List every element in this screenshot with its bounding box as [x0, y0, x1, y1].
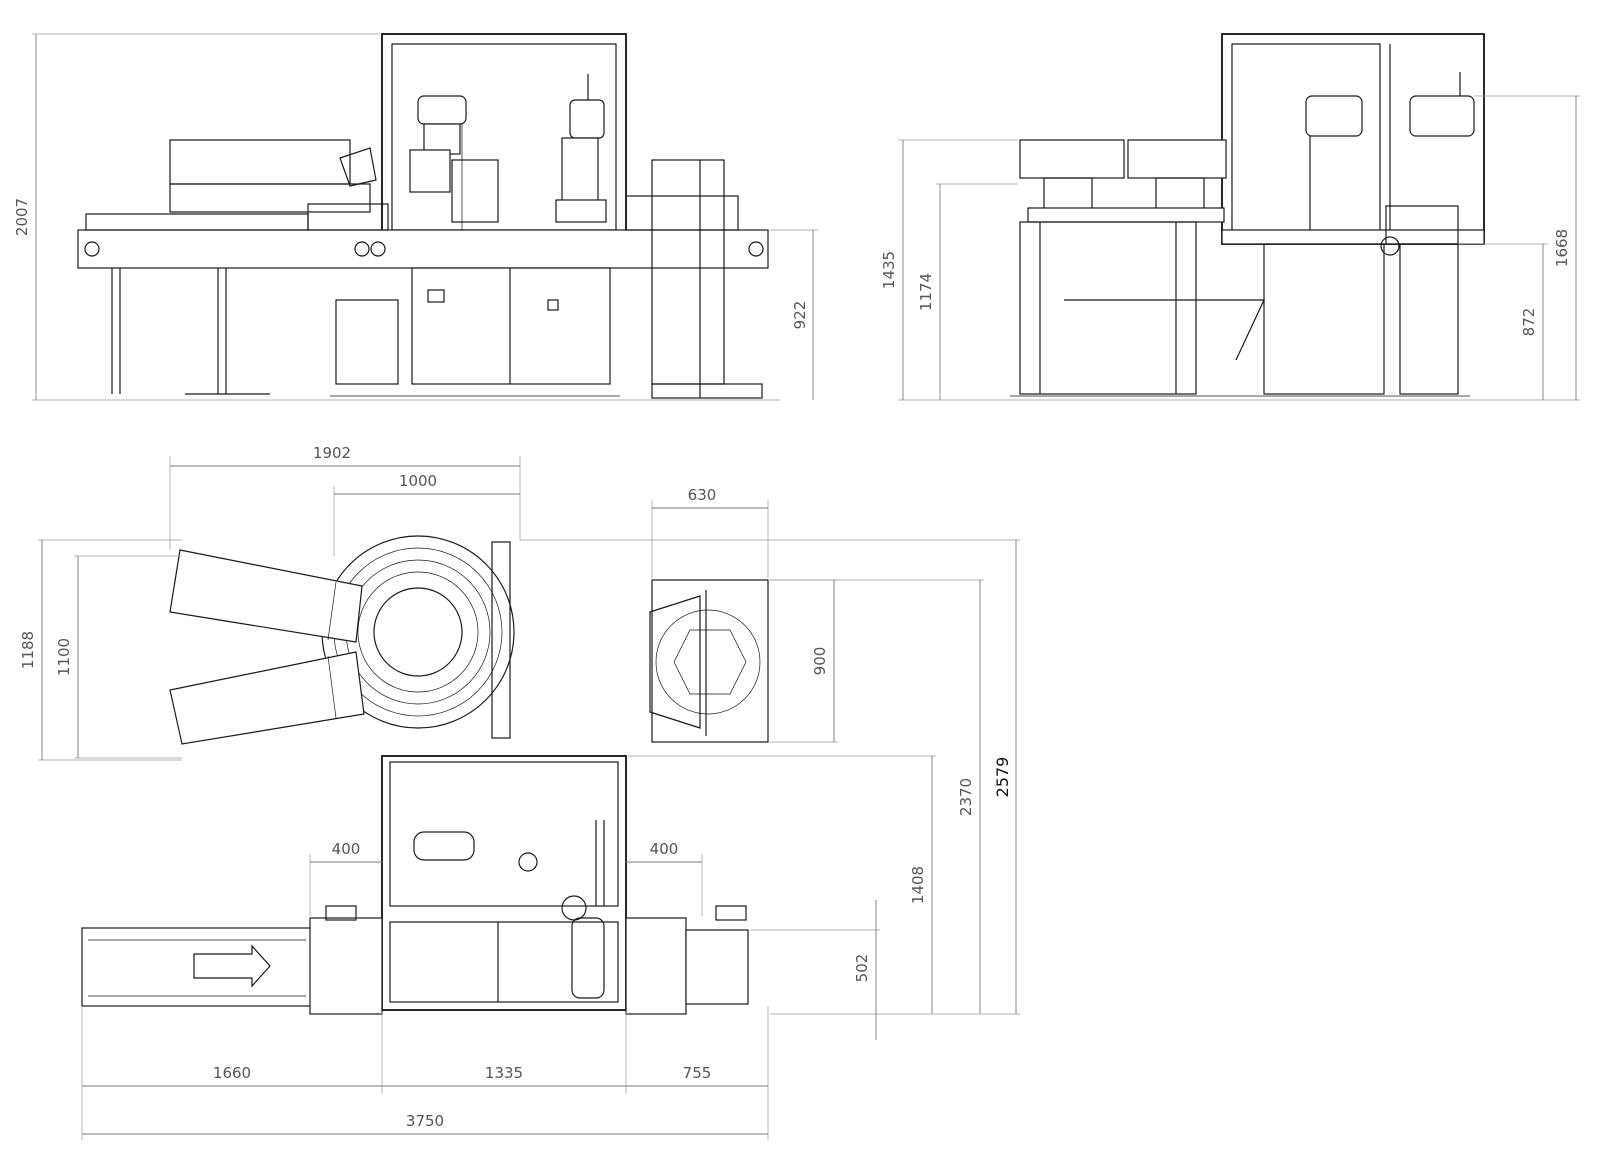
dim-top-station-depth: 900 — [811, 647, 829, 676]
dim-top-cell-depth: 2370 — [957, 778, 975, 816]
dim-top-overall-length: 3750 — [406, 1112, 444, 1130]
top-cell-frame — [381, 755, 627, 1011]
side-view: 1435 1174 1668 872 — [880, 33, 1580, 401]
dim-top-bowl-width: 1000 — [399, 472, 437, 490]
side-bowl-right — [1127, 139, 1227, 179]
front-feeder — [169, 139, 377, 213]
dim-top-outfeed-length: 755 — [683, 1064, 712, 1082]
dim-top-feeder-width: 1902 — [313, 444, 351, 462]
front-view: 2007 922 — [13, 33, 818, 401]
dim-top-station-width: 630 — [688, 486, 717, 504]
dim-top-feeder-depth-inner: 1100 — [55, 638, 73, 676]
dim-top-cell-length: 1335 — [485, 1064, 523, 1082]
dim-top-conveyor-width: 502 — [853, 954, 871, 983]
front-cabinet — [411, 267, 611, 385]
dim-top-cabinet-depth: 1408 — [909, 866, 927, 904]
flow-arrow-icon — [193, 944, 271, 988]
top-view: 1902 1000 630 1188 1100 900 2579 2370 14… — [19, 444, 1020, 1140]
dim-side-bowl-height: 1435 — [880, 251, 898, 289]
side-robot-right — [1409, 95, 1475, 137]
top-feeder-chute-lower — [169, 651, 365, 745]
side-robot-left — [1305, 95, 1363, 137]
front-robot-left — [409, 95, 499, 230]
dim-front-table-height: 922 — [791, 301, 809, 330]
dim-top-feeder-depth-outer: 1188 — [19, 631, 37, 669]
dim-side-deck-height: 872 — [1520, 308, 1538, 337]
top-feeder-chute-upper — [169, 549, 363, 643]
dim-top-infeed-length: 1660 — [213, 1064, 251, 1082]
dim-side-table-top-height: 1174 — [917, 273, 935, 311]
dim-side-robot-height: 1668 — [1553, 229, 1571, 267]
front-robot-right — [555, 74, 607, 223]
front-table-top — [77, 229, 769, 269]
dim-top-overall-depth: 2579 — [993, 757, 1012, 798]
top-outfeed-conveyor — [685, 929, 749, 1005]
dim-top-clearance-right: 400 — [650, 840, 679, 858]
top-station — [651, 579, 769, 743]
side-bowl-left — [1019, 139, 1125, 179]
dim-front-overall-height: 2007 — [13, 198, 31, 236]
dim-top-clearance-left: 400 — [332, 840, 361, 858]
side-enclosure — [1221, 33, 1485, 245]
